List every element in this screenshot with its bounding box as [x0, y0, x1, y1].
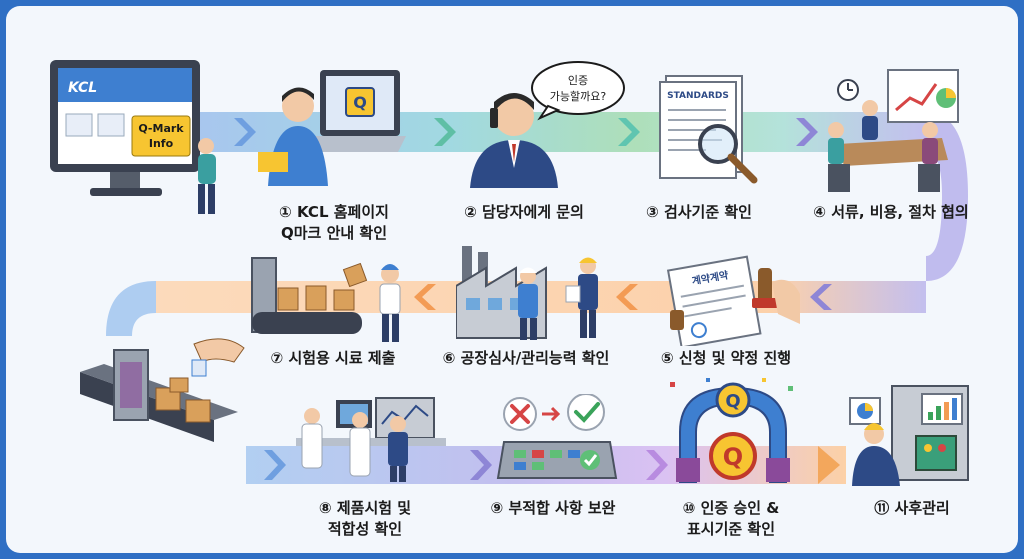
factory-audit-illustration	[456, 246, 598, 340]
step-7-label: ⑦ 시험용 시료 제출	[258, 348, 408, 369]
monitor-illustration: KCL Q-Mark Info	[50, 60, 216, 214]
step-11-label: ⑪ 사후관리	[852, 498, 972, 519]
step-2-label: ② 담당자에게 문의	[454, 202, 594, 223]
step-5-label: ⑤ 신청 및 약정 진행	[646, 348, 806, 369]
step-5-line1: 신청 및 약정 진행	[678, 349, 792, 367]
step-9-line1: 부적합 사항 보완	[508, 499, 616, 517]
step-7-number: ⑦	[270, 349, 284, 367]
step-11-number: ⑪	[874, 499, 890, 517]
laptop-user-illustration: Q	[258, 70, 406, 186]
step-1-label: ① KCL 홈페이지 Q마크 안내 확인	[264, 202, 404, 244]
lab-test-illustration	[296, 397, 446, 482]
sample-submission-illustration	[251, 257, 401, 342]
step-4-line1: 서류, 비용, 절차 협의	[831, 203, 969, 221]
step-11-line1: 사후관리	[894, 499, 950, 517]
contract-illustration: 계약계약	[666, 255, 800, 346]
process-diagram: KCL Q-Mark Info Q 인증 가능할까요?	[6, 6, 1018, 553]
step-5-number: ⑤	[660, 349, 674, 367]
test-conveyor-illustration	[80, 338, 245, 442]
standards-title: STANDARDS	[667, 91, 729, 101]
step-8-line1: 제품시험 및	[336, 499, 412, 517]
step-10-label: ⑩ 인증 승인 & 표시기준 확인	[666, 498, 796, 540]
step-10-number: ⑩	[682, 499, 696, 517]
arch-q-logo-top: Q	[725, 391, 740, 412]
step-7-line1: 시험용 시료 제출	[288, 349, 396, 367]
step-8-line2: 적합성 확인	[327, 520, 403, 538]
kcl-brand: KCL	[68, 80, 97, 96]
certification-arch-illustration: Q Q	[670, 378, 793, 483]
step-6-label: ⑥ 공장심사/관리능력 확인	[426, 348, 626, 369]
arch-q-logo-main: Q	[723, 443, 743, 471]
phone-caller-illustration: 인증 가능할까요?	[470, 61, 625, 188]
correction-illustration	[496, 394, 618, 479]
standards-document-illustration: STANDARDS	[659, 75, 758, 184]
step-3-label: ③ 검사기준 확인	[634, 202, 764, 223]
step-1-number: ①	[279, 203, 292, 221]
step-4-label: ④ 서류, 비용, 절차 협의	[796, 202, 986, 223]
step-8-number: ⑧	[318, 499, 332, 517]
qmark-badge-line1: Q-Mark	[138, 122, 184, 135]
step-9-label: ⑨ 부적합 사항 보완	[478, 498, 628, 519]
step-8-label: ⑧ 제품시험 및 적합성 확인	[300, 498, 430, 540]
meeting-illustration	[828, 69, 959, 192]
step-9-number: ⑨	[490, 499, 504, 517]
step-10-line1: 인증 승인 &	[700, 499, 780, 517]
step-2-line1: 담당자에게 문의	[482, 203, 584, 221]
step-1-line2: Q마크 안내 확인	[281, 224, 387, 242]
qmark-badge-line2: Info	[149, 137, 174, 150]
step-1-line1: KCL 홈페이지	[296, 203, 389, 221]
step-3-line1: 검사기준 확인	[663, 203, 752, 221]
aftercare-illustration	[849, 385, 969, 486]
speech-line1: 인증	[568, 74, 588, 87]
step-2-number: ②	[464, 203, 477, 221]
chevron-arrows	[234, 118, 840, 484]
step-4-number: ④	[813, 203, 826, 221]
step-3-number: ③	[646, 203, 659, 221]
step-6-number: ⑥	[442, 349, 456, 367]
step-10-line2: 표시기준 확인	[686, 520, 776, 538]
laptop-q-logo: Q	[353, 93, 367, 112]
step-6-line1: 공장심사/관리능력 확인	[460, 349, 610, 367]
speech-line2: 가능할까요?	[550, 90, 607, 103]
